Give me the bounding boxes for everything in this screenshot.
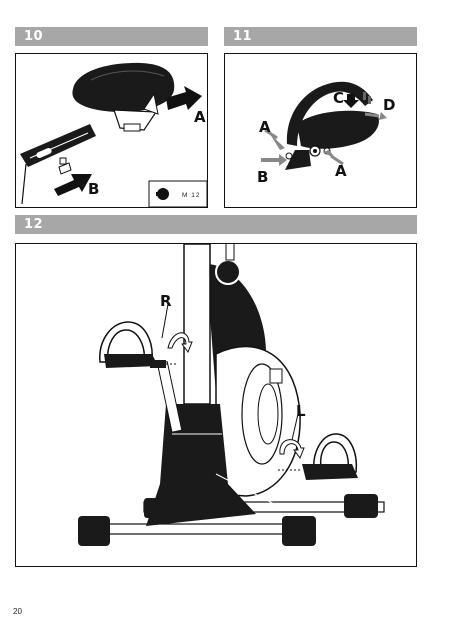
front-base-tube bbox=[87, 523, 314, 535]
rotate-arrow-r bbox=[167, 332, 193, 354]
rotate-arrow-l bbox=[279, 439, 305, 460]
pedal-right bbox=[104, 354, 158, 368]
arrow-c bbox=[343, 94, 359, 108]
step-10-number: 10 bbox=[24, 29, 44, 44]
saddle-mounting-drawing: A B M 12 bbox=[20, 62, 208, 208]
step-11-header: 11 bbox=[224, 27, 417, 46]
arrow-a1 bbox=[270, 134, 285, 150]
arrow-b bbox=[54, 174, 92, 196]
step-10-illustration: A B M 12 bbox=[15, 53, 208, 208]
label-a1: A bbox=[259, 118, 271, 136]
label-r: R bbox=[160, 292, 172, 310]
step-12-number: 12 bbox=[24, 217, 44, 232]
label-b: B bbox=[88, 180, 99, 198]
pedal-strap bbox=[286, 81, 373, 146]
screw-size-label: M 12 bbox=[182, 192, 200, 199]
label-l: L bbox=[296, 402, 306, 420]
arrow-b bbox=[261, 154, 287, 166]
step-11-illustration: A A B C D bbox=[224, 53, 417, 208]
label-c: C bbox=[333, 89, 344, 107]
step-12-illustration: R L bbox=[15, 243, 417, 567]
screw-icon bbox=[157, 188, 169, 200]
pedal-strap-drawing: A A B C D bbox=[257, 81, 395, 186]
saddle bbox=[72, 62, 175, 113]
pedal-left bbox=[302, 464, 358, 480]
step-11-number: 11 bbox=[233, 29, 253, 44]
front-foot-left bbox=[78, 516, 110, 546]
seat-post-frame bbox=[183, 244, 211, 405]
pedal bbox=[297, 110, 379, 149]
page-number: 20 bbox=[13, 607, 22, 616]
label-b: B bbox=[257, 168, 268, 186]
rear-foot-right bbox=[344, 494, 378, 518]
label-a2: A bbox=[335, 162, 347, 180]
front-foot-right bbox=[282, 516, 316, 546]
arrow-a bbox=[166, 86, 202, 110]
bike-pedal-mounting-drawing: R L bbox=[78, 244, 385, 546]
label-d: D bbox=[383, 96, 395, 114]
step-10-header: 10 bbox=[15, 27, 208, 46]
label-a: A bbox=[194, 108, 206, 126]
step-12-header: 12 bbox=[15, 215, 417, 234]
